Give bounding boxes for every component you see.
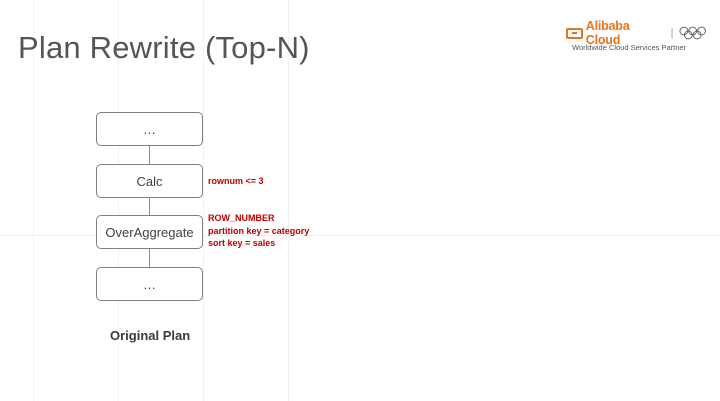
logo-brand: Alibaba Cloud: [585, 19, 630, 47]
olympic-rings-icon: [679, 26, 706, 40]
grid-line: [203, 0, 204, 401]
connector-line: [149, 197, 150, 215]
grid-line: [118, 0, 119, 401]
annotation-line: sort key = sales: [208, 238, 276, 248]
plan-node-over-aggregate: OverAggregate: [96, 215, 203, 249]
annotation-line: ROW_NUMBER: [208, 213, 275, 223]
alibaba-cloud-icon: [566, 27, 583, 39]
plan-node-calc: Calc: [96, 164, 203, 198]
plan-node-bottom-ellipsis: …: [96, 267, 203, 301]
connector-line: [149, 249, 150, 267]
plan-node-top-ellipsis: …: [96, 112, 203, 146]
grid-line: [288, 0, 289, 401]
grid-line: [33, 0, 34, 401]
logo-tagline: Worldwide Cloud Services Partner: [572, 43, 687, 52]
grid-line: [0, 235, 720, 236]
diagram-caption: Original Plan: [110, 328, 191, 343]
calc-annotation: rownum <= 3: [208, 176, 264, 186]
logo-separator: |: [670, 27, 674, 39]
alibaba-cloud-logo: Alibaba Cloud | Worldwide Cloud Services…: [566, 19, 706, 55]
slide-title: Plan Rewrite (Top-N): [18, 30, 310, 65]
connector-line: [149, 146, 150, 164]
annotation-line: partition key = category: [208, 225, 310, 236]
over-aggregate-annotation: ROW_NUMBER partition key = category sort…: [208, 212, 309, 250]
